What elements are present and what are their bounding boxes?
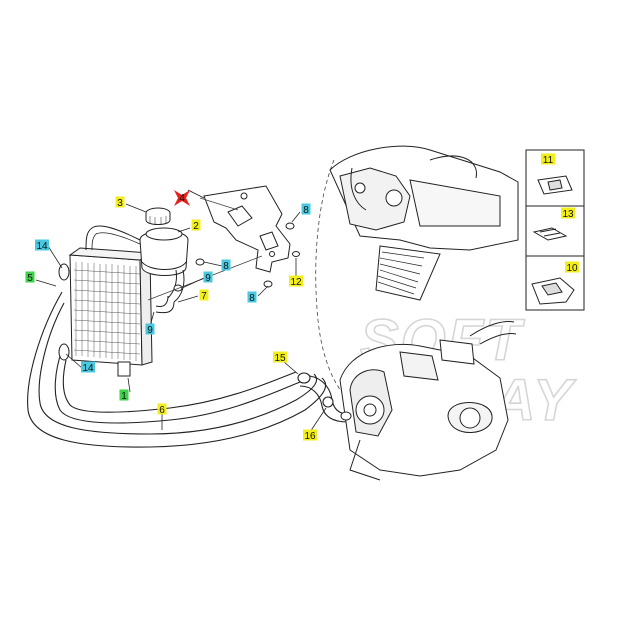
callout-10-text: 10 xyxy=(566,263,578,274)
callout-11-text: 11 xyxy=(543,155,554,166)
clip-10-icon xyxy=(531,277,575,305)
callout-8b: 8 xyxy=(221,259,231,272)
callout-7-tag xyxy=(199,289,209,301)
callout-5-text: 5 xyxy=(27,273,33,284)
callout-5-tag xyxy=(25,271,35,283)
overflow-pipe xyxy=(85,225,141,251)
callout-9a: 9 xyxy=(203,271,213,284)
tank-cap xyxy=(145,207,171,225)
callout-8c-text: 8 xyxy=(249,293,255,304)
callout-3: 3 xyxy=(115,196,125,209)
callout-1-text: 1 xyxy=(121,391,127,402)
callout-5: 5 xyxy=(25,271,35,284)
callout-14a-tag xyxy=(35,239,49,251)
overflow-pipe-inner xyxy=(91,232,141,251)
callout-10-tag xyxy=(565,261,579,273)
callout-9b-tag xyxy=(145,323,155,335)
callout-16-tag xyxy=(303,429,317,441)
callout-16-text: 16 xyxy=(304,431,316,442)
callout-14b-text: 14 xyxy=(82,363,94,374)
callout-9b: 9 xyxy=(145,323,155,336)
callout-10: 10 xyxy=(565,261,579,274)
callout-14b-tag xyxy=(81,361,95,373)
callout-12-tag xyxy=(289,275,303,287)
callout-6: 6 xyxy=(157,403,167,416)
callout-4: 4 xyxy=(174,190,190,206)
callout-3-tag xyxy=(115,196,125,208)
hose-7 xyxy=(155,295,175,314)
callout-3-text: 3 xyxy=(117,198,123,209)
expansion-tank xyxy=(139,227,189,303)
callout-2-text: 2 xyxy=(193,221,199,232)
callout-13-tag xyxy=(561,207,575,219)
callout-12: 12 xyxy=(289,275,303,288)
callout-1: 1 xyxy=(119,389,129,402)
engine xyxy=(339,321,517,481)
callout-14a: 14 xyxy=(35,239,49,252)
callout-4-text: 4 xyxy=(179,193,185,204)
callout-9b-text: 9 xyxy=(147,325,153,336)
callout-11: 11 xyxy=(541,153,555,166)
callout-8a: 8 xyxy=(301,203,311,216)
callout-8b-text: 8 xyxy=(223,261,229,272)
callout-15-text: 15 xyxy=(274,353,286,364)
callout-15-tag xyxy=(273,351,287,363)
callout-12-text: 12 xyxy=(290,277,302,288)
callout-6-tag xyxy=(157,403,167,415)
callout-2: 2 xyxy=(191,219,201,232)
coolant-hose-6 xyxy=(27,291,327,448)
radiator xyxy=(58,247,153,377)
callout-13: 13 xyxy=(561,207,575,220)
callout-4-marker xyxy=(174,190,190,206)
screws xyxy=(195,222,300,288)
callout-14a-text: 14 xyxy=(36,241,48,252)
clip-13-icon xyxy=(532,227,568,241)
scooter-frame xyxy=(329,145,519,301)
callout-2-tag xyxy=(191,219,201,231)
callout-8c-tag xyxy=(247,291,257,303)
callout-13-text: 13 xyxy=(562,209,574,220)
callout-9a-tag xyxy=(203,271,213,283)
callout-8a-tag xyxy=(301,203,311,215)
callout-8c: 8 xyxy=(247,291,257,304)
callout-7-text: 7 xyxy=(201,291,207,302)
callout-9a-text: 9 xyxy=(205,273,211,284)
callout-6-text: 6 xyxy=(159,405,165,416)
callout-1-tag xyxy=(119,389,129,401)
bracket xyxy=(203,185,291,273)
callout-11-tag xyxy=(541,153,555,165)
callout-7: 7 xyxy=(199,289,209,302)
coolant-hose-16 xyxy=(297,372,349,423)
callout-8b-tag xyxy=(221,259,231,271)
callout-14b: 14 xyxy=(81,361,95,374)
leader-lines xyxy=(35,189,327,433)
callout-8a-text: 8 xyxy=(303,205,309,216)
callout-15: 15 xyxy=(273,351,287,364)
callout-16: 16 xyxy=(303,429,317,442)
clip-11-icon xyxy=(537,175,573,195)
